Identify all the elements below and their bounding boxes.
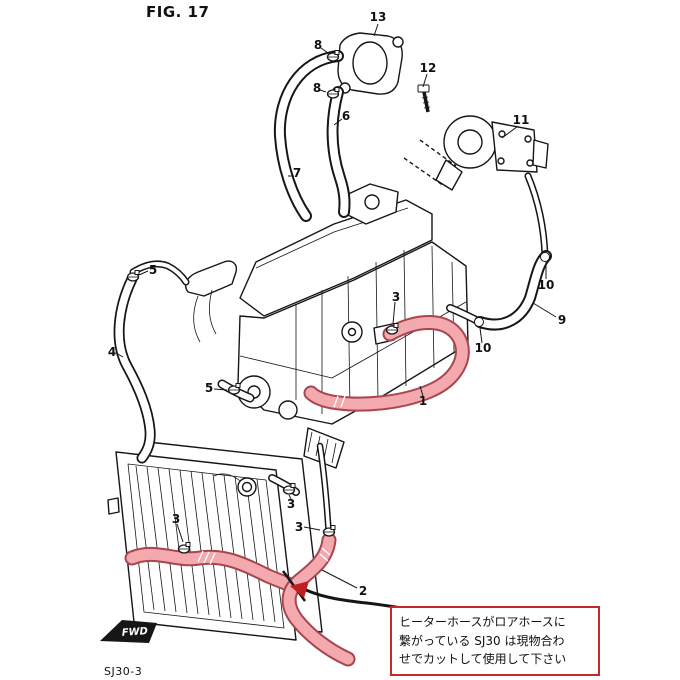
heater-hose-2-highlighted <box>281 532 356 667</box>
part-label-9: 9 <box>557 313 567 327</box>
part-label-3b: 3 <box>286 497 296 511</box>
part-label-3d: 3 <box>294 520 304 534</box>
document-code: SJ30-3 <box>104 665 143 678</box>
hose-4 <box>113 260 190 464</box>
part-label-8b: 8 <box>312 81 322 95</box>
part-label-3c: 3 <box>171 512 181 526</box>
fwd-flag-label: FWD <box>121 626 148 639</box>
note-line-2: 繋がっている SJ30 は現物合わ <box>399 633 565 648</box>
hose-9 <box>446 250 552 331</box>
hose-7 <box>273 50 344 222</box>
part-label-4: 4 <box>107 345 117 359</box>
note-arrowhead-icon <box>290 581 309 598</box>
note-line-3: せでカットして使用して下さい <box>399 652 567 667</box>
part-label-6: 6 <box>341 109 351 123</box>
note-line-1: ヒーターホースがロアホースに <box>399 615 566 629</box>
part-label-12: 12 <box>419 61 437 75</box>
part-label-7: 7 <box>292 166 302 180</box>
annotation-note: ヒーターホースがロアホースに 繋がっている SJ30 は現物合わ せでカットして… <box>390 606 600 676</box>
part-label-5a: 5 <box>148 263 158 277</box>
part-label-10b: 10 <box>474 341 492 355</box>
leader-lines <box>115 23 557 589</box>
fwd-flag: FWD <box>100 620 157 643</box>
part-label-5b: 5 <box>204 381 214 395</box>
pump-assembly-11 <box>403 115 549 260</box>
heater-hose-1-highlighted <box>303 315 470 412</box>
part-label-3a: 3 <box>391 290 401 304</box>
part-label-10a: 10 <box>537 278 555 292</box>
bolt-12 <box>417 84 431 113</box>
figure-title: FIG. 17 <box>146 3 210 21</box>
hose-6 <box>326 86 351 218</box>
part-13-canister <box>337 32 404 95</box>
part-label-1: 1 <box>418 394 428 408</box>
lower-hose-highlighted <box>124 546 304 595</box>
part-label-2: 2 <box>358 584 368 598</box>
part-label-11: 11 <box>512 113 530 127</box>
part-label-8a: 8 <box>313 38 323 52</box>
part-label-13: 13 <box>369 10 387 24</box>
